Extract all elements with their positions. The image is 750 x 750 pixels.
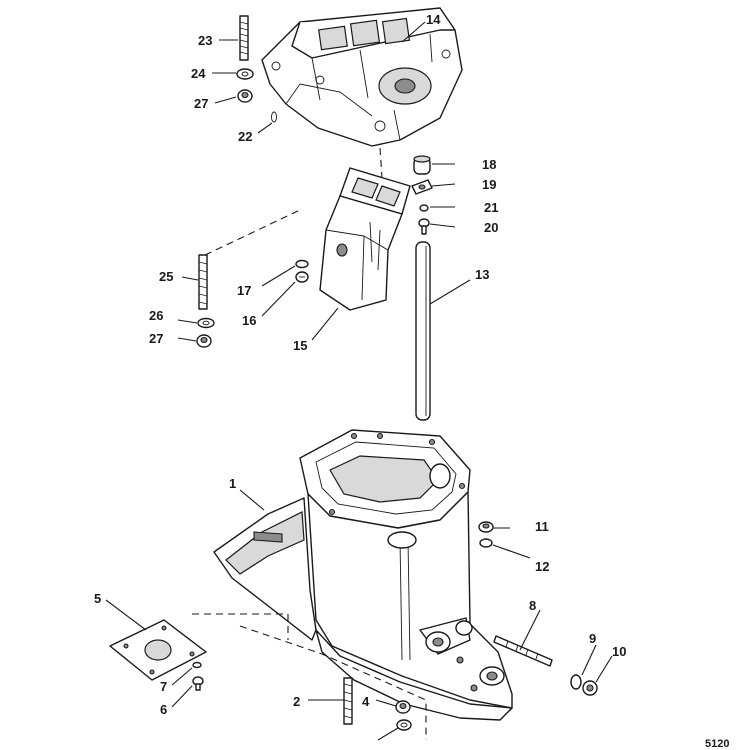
callout-7: 7: [160, 679, 167, 694]
nut-part-27-top: [237, 89, 253, 103]
callout-1: 1: [229, 476, 236, 491]
callout-23: 23: [198, 33, 212, 48]
screw-part-6: [192, 676, 204, 691]
callout-21: 21: [484, 200, 498, 215]
pin-part-22: [271, 111, 277, 123]
bracket-part-19: [411, 179, 433, 195]
stud-part-8: [493, 635, 553, 667]
callout-19: 19: [482, 177, 496, 192]
callout-15: 15: [293, 338, 307, 353]
callout-6: 6: [160, 702, 167, 717]
callout-12: 12: [535, 559, 549, 574]
stud-part-2: [343, 677, 353, 725]
adaptor-plate-part-14: [261, 7, 463, 147]
driveshaft-housing-part-1: [213, 429, 513, 721]
nut-part-4: [395, 700, 411, 714]
cover-dashed-leader: [192, 613, 289, 640]
figure-number: 5120: [705, 738, 729, 750]
callout-2: 2: [293, 694, 300, 709]
stud-part-25: [198, 254, 208, 310]
cover-plate-part-5: [109, 619, 207, 681]
callout-27-mid: 27: [149, 331, 163, 346]
stud-dashed-leader: [204, 209, 301, 256]
washer-part-7: [192, 661, 202, 669]
callout-14: 14: [426, 12, 441, 27]
callout-27-top: 27: [194, 96, 208, 111]
screw-part-20: [418, 218, 430, 235]
stud-part-23: [239, 15, 249, 61]
grommet-part-18: [413, 155, 431, 175]
callout-24: 24: [191, 66, 206, 81]
callout-4: 4: [362, 694, 370, 709]
tube-part-13: [415, 241, 431, 421]
washer-part-3: [396, 719, 412, 731]
callout-5: 5: [94, 591, 101, 606]
washer-part-12: [479, 538, 493, 548]
adaptor-dashed-leader: [379, 147, 383, 179]
callout-13: 13: [475, 267, 489, 282]
washer-part-26: [197, 317, 215, 329]
lower-dashed-leader: [239, 625, 427, 740]
screw-part-16: [295, 271, 309, 283]
callout-16: 16: [242, 313, 256, 328]
nut-part-27-mid: [196, 334, 212, 348]
callout-18: 18: [482, 157, 496, 172]
nut-part-10: [582, 680, 598, 696]
exhaust-tube-part-15: [319, 167, 411, 311]
washer-part-24: [236, 68, 254, 80]
callout-20: 20: [484, 220, 498, 235]
washer-part-9: [570, 674, 582, 690]
washer-part-21: [419, 204, 429, 212]
callout-10: 10: [612, 644, 626, 659]
callout-9: 9: [589, 631, 596, 646]
callout-8: 8: [529, 598, 536, 613]
callout-22: 22: [238, 129, 252, 144]
callout-26: 26: [149, 308, 163, 323]
nut-part-11: [478, 521, 494, 533]
callout-25: 25: [159, 269, 173, 284]
callout-leaders: [105, 21, 613, 741]
washer-part-17: [295, 259, 309, 269]
callout-11: 11: [535, 519, 549, 534]
callout-17: 17: [237, 283, 251, 298]
